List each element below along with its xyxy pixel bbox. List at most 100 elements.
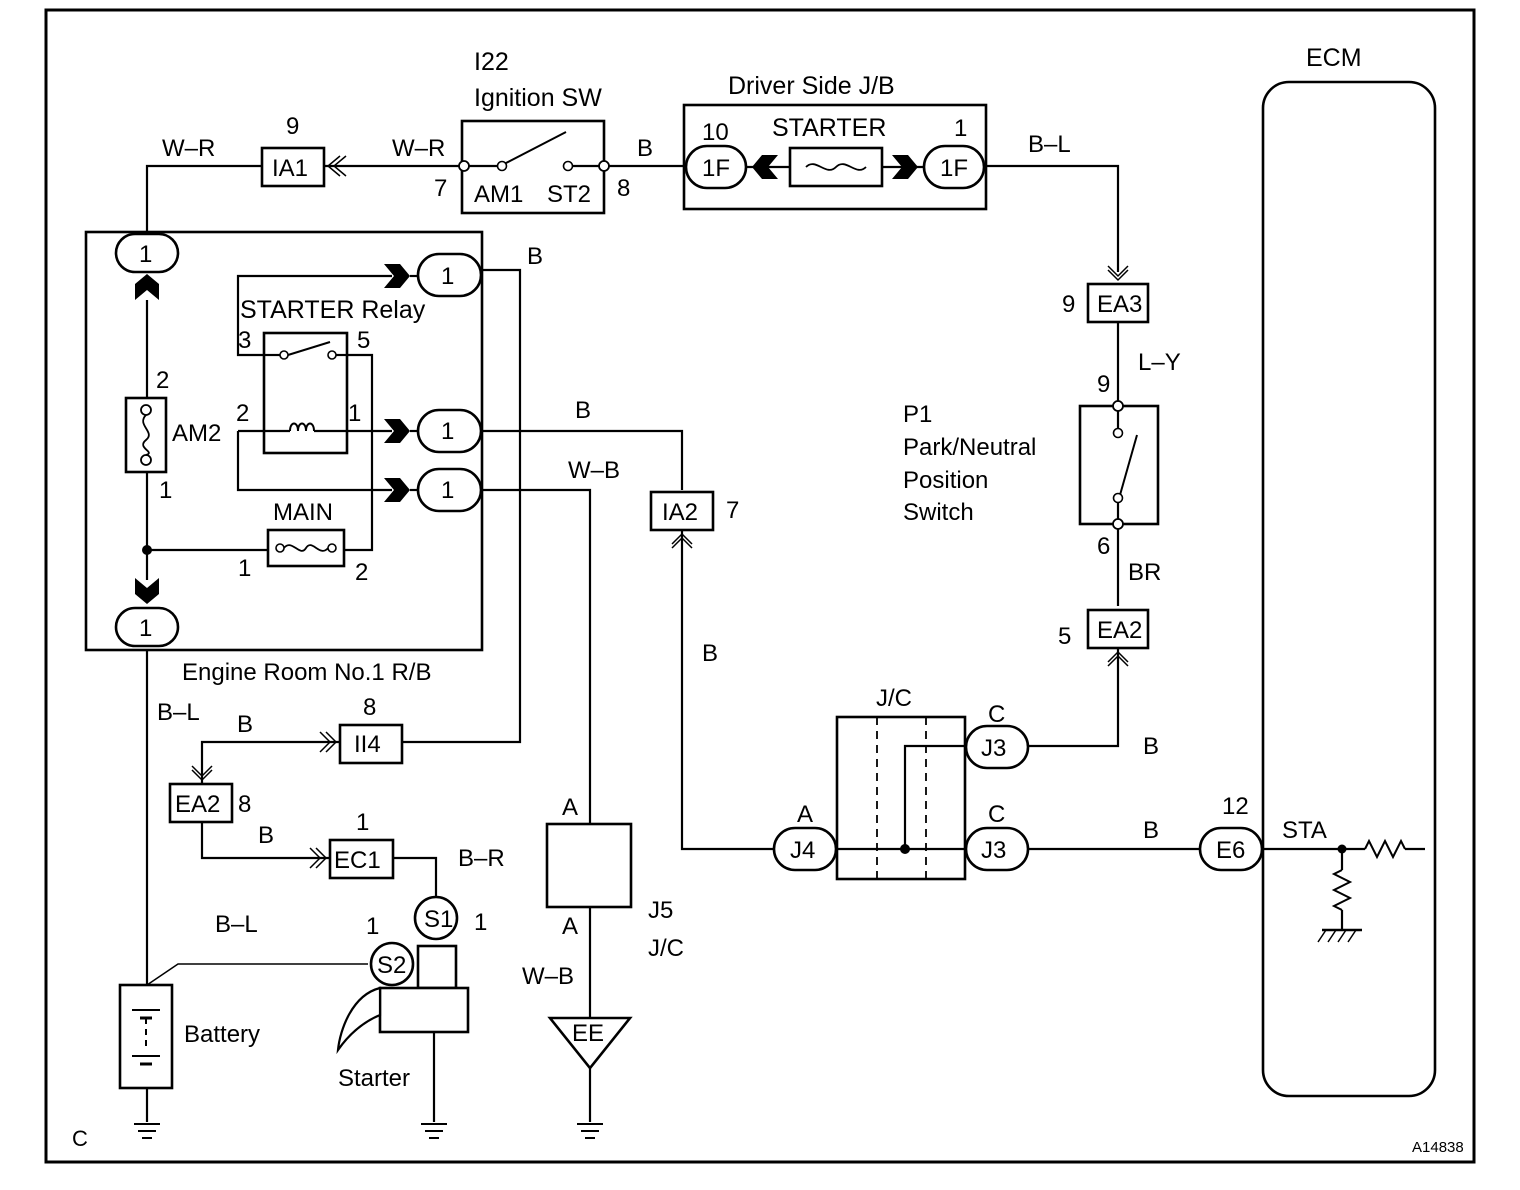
s1-pin: 1: [474, 909, 487, 936]
connector-ia2: [649, 490, 715, 532]
engine-room-relay-block: [84, 230, 484, 652]
starter-s1-terminal: [413, 895, 459, 941]
pn-pin-9: 9: [1097, 371, 1110, 398]
driver-jb-name: Driver Side J/B: [728, 72, 895, 100]
am2-pin-top: 2: [156, 367, 169, 394]
e6-pin: 12: [1222, 793, 1249, 820]
s2-pin: 1: [366, 913, 379, 940]
main-pin-1: 1: [238, 555, 251, 582]
ea3-label: EA3: [1097, 291, 1142, 318]
battery-symbol: [118, 983, 174, 1090]
jc-j3-top-label: J3: [981, 735, 1006, 762]
ignition-pin-8: 8: [617, 175, 630, 202]
starter-s2-terminal: [369, 941, 415, 987]
ee-ground-triangle: [547, 1016, 633, 1071]
wire-br-starter: B–R: [458, 845, 505, 872]
relay-pin-1: 1: [348, 400, 361, 427]
wire-b-relay: B: [527, 243, 543, 270]
ecm-module: [1198, 80, 1437, 1098]
ia2-pin: 7: [726, 497, 739, 524]
inline-connectors: [168, 146, 1150, 880]
s2-label: S2: [377, 952, 406, 979]
pn-switch-id: P1: [903, 401, 932, 428]
starter-relay-label: STARTER Relay: [240, 296, 426, 324]
ignition-switch-name: Ignition SW: [474, 84, 602, 112]
ea2-right-pin: 5: [1058, 623, 1071, 650]
driver-jb-1f-left: 1F: [702, 155, 730, 182]
ecm-sta-label: STA: [1282, 817, 1327, 844]
main-pin-2: 2: [355, 559, 368, 586]
wires: [145, 164, 1365, 1122]
connector-ec1: [328, 838, 395, 880]
jb-connector-1f-left: [684, 144, 748, 190]
connector-ea2-right: [1086, 608, 1150, 650]
engine-rb-name: Engine Room No.1 R/B: [182, 659, 431, 686]
rb-conn-b1-pin: 1: [441, 263, 454, 290]
diagram-id: A14838: [1412, 1139, 1464, 1156]
ea3-pin: 9: [1062, 291, 1075, 318]
ea2-left-label: EA2: [175, 791, 220, 818]
page-label: C: [72, 1126, 88, 1151]
ea2-right-label: EA2: [1097, 617, 1142, 644]
wire-wr-left: W–R: [162, 135, 215, 162]
j5-pin-a-bottom: A: [562, 913, 578, 940]
starter-label: Starter: [338, 1065, 410, 1092]
ec1-pin: 1: [356, 809, 369, 836]
jc-title: J/C: [876, 685, 912, 712]
pn-pin-6: 6: [1097, 533, 1110, 560]
ia1-label: IA1: [272, 155, 308, 182]
jb-connector-1f-right: [922, 144, 986, 190]
rb-connector-b2: [416, 408, 483, 454]
rb-conn-top-pin: 1: [139, 241, 152, 268]
ignition-st2-label: ST2: [547, 181, 591, 208]
ground-symbols: [134, 1016, 633, 1139]
main-fuse-label: MAIN: [273, 499, 333, 526]
wire-ly: L–Y: [1138, 349, 1181, 376]
ia1-pin: 9: [286, 113, 299, 140]
j5-junction-connector: [545, 822, 633, 909]
connector-ia1: [260, 146, 326, 188]
wire-wb-top: W–B: [568, 457, 620, 484]
rb-connector-bottom: [114, 606, 180, 648]
junction-connector-box: [772, 715, 1030, 881]
relay-pin-3: 3: [238, 327, 251, 354]
rb-connector-b1: [416, 252, 483, 298]
wire-b-vertical: B: [702, 640, 718, 667]
connector-ii4: [338, 723, 404, 765]
diagram-frame: [44, 8, 1476, 1164]
wire-b-ia2: B: [575, 397, 591, 424]
jc-connector-j3-bottom: [964, 826, 1030, 872]
am2-label: AM2: [172, 420, 221, 447]
j5-pin-a-top: A: [562, 794, 578, 821]
wire-wr-right: W–R: [392, 135, 445, 162]
j5-name: J/C: [648, 935, 684, 962]
wire-bl-left: B–L: [157, 699, 200, 726]
park-neutral-switch: [1078, 400, 1160, 530]
connector-ea3: [1086, 282, 1150, 324]
rb-conn-b2-pin: 1: [441, 418, 454, 445]
rb-conn-bottom-pin: 1: [139, 615, 152, 642]
driver-side-junction-block: [682, 103, 988, 211]
jc-connector-j3-top: [964, 724, 1030, 770]
ignition-pin-7: 7: [434, 175, 447, 202]
wire-br: BR: [1128, 559, 1161, 586]
jc-connector-j4: [772, 826, 838, 872]
pn-switch-line3: Switch: [903, 499, 974, 526]
s1-label: S1: [424, 906, 453, 933]
driver-jb-fuse-label: STARTER: [772, 114, 886, 142]
jc-pin-c-top: C: [988, 701, 1005, 728]
rb-connector-wb: [416, 467, 483, 513]
jc-pin-c-bottom: C: [988, 801, 1005, 828]
rb-conn-wb-pin: 1: [441, 477, 454, 504]
wire-b-jb: B: [637, 135, 653, 162]
ecm-title: ECM: [1306, 44, 1362, 72]
jc-j3-bottom-label: J3: [981, 837, 1006, 864]
labels: I22 Ignition SW AM1 ST2 7 8 Driver Side …: [72, 44, 1464, 1156]
wire-bl-ecm: B–L: [1028, 131, 1071, 158]
wire-b-ii4: B: [237, 711, 253, 738]
wire-b-j3-top: B: [1143, 733, 1159, 760]
ia2-label: IA2: [662, 499, 698, 526]
jc-pin-a: A: [797, 801, 813, 828]
ec1-label: EC1: [334, 847, 381, 874]
